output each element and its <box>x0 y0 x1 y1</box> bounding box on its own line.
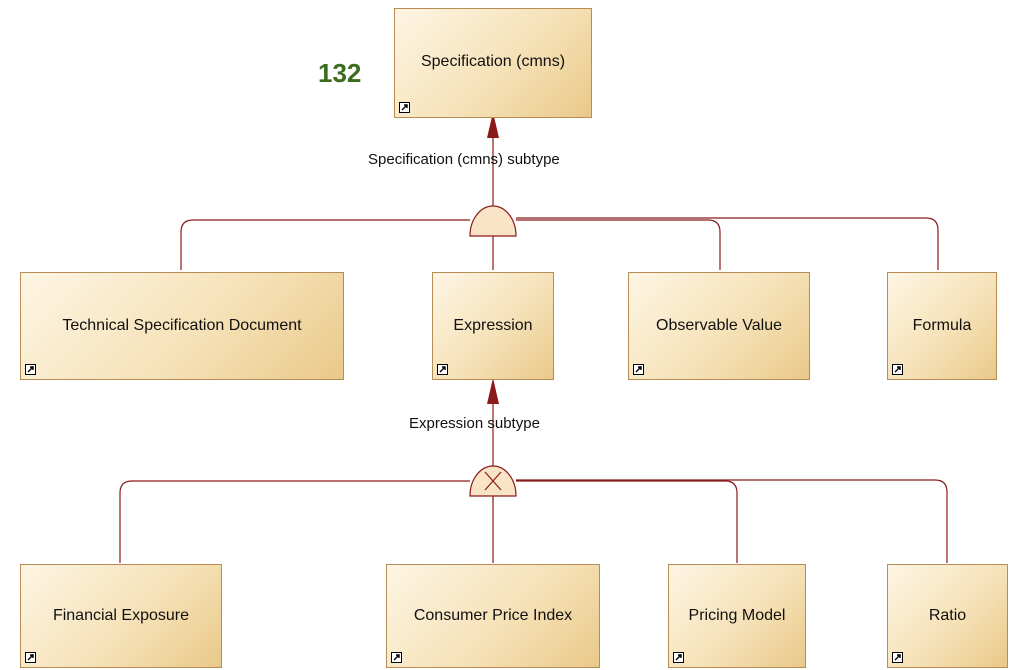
generalization-label-specification: Specification (cmns) subtype <box>368 151 560 168</box>
class-box-formula[interactable]: Formula <box>887 272 997 380</box>
class-box-specification[interactable]: Specification (cmns) <box>394 8 592 118</box>
arrowhead-root <box>487 112 499 138</box>
class-box-financial-exposure[interactable]: Financial Exposure <box>20 564 222 668</box>
shortcut-icon <box>892 364 903 375</box>
branch-ratio <box>516 479 948 563</box>
branch-financial-exposure <box>119 480 470 563</box>
class-box-consumer-price-index[interactable]: Consumer Price Index <box>386 564 600 668</box>
shortcut-icon <box>391 652 402 663</box>
class-label: Pricing Model <box>688 607 786 624</box>
shortcut-icon <box>673 652 684 663</box>
shortcut-icon <box>633 364 644 375</box>
class-label: Specification (cmns) <box>420 53 566 70</box>
generalization-label-expression: Expression subtype <box>409 415 540 432</box>
branch-pricing-model <box>516 480 738 563</box>
branch-formula <box>516 217 939 270</box>
class-box-observable-value[interactable]: Observable Value <box>628 272 810 380</box>
arrowhead-expression <box>487 378 499 404</box>
class-label: Expression <box>453 317 533 334</box>
disjoint-set-symbol <box>469 465 517 497</box>
branch-technical-spec <box>180 219 470 270</box>
complete-set-symbol <box>469 205 517 237</box>
class-label: Financial Exposure <box>52 607 190 624</box>
class-box-pricing-model[interactable]: Pricing Model <box>668 564 806 668</box>
class-box-ratio[interactable]: Ratio <box>887 564 1008 668</box>
class-label: Observable Value <box>656 317 782 334</box>
shortcut-icon <box>399 102 410 113</box>
shortcut-icon <box>25 652 36 663</box>
class-label: Technical Specification Document <box>62 317 302 334</box>
branch-observable-value <box>516 219 721 270</box>
class-box-technical-specification-document[interactable]: Technical Specification Document <box>20 272 344 380</box>
page-number: 132 <box>318 58 362 88</box>
class-label: Formula <box>912 317 972 334</box>
class-label: Consumer Price Index <box>413 607 573 624</box>
shortcut-icon <box>25 364 36 375</box>
shortcut-icon <box>892 652 903 663</box>
class-box-expression[interactable]: Expression <box>432 272 554 380</box>
shortcut-icon <box>437 364 448 375</box>
class-label: Ratio <box>928 607 967 624</box>
